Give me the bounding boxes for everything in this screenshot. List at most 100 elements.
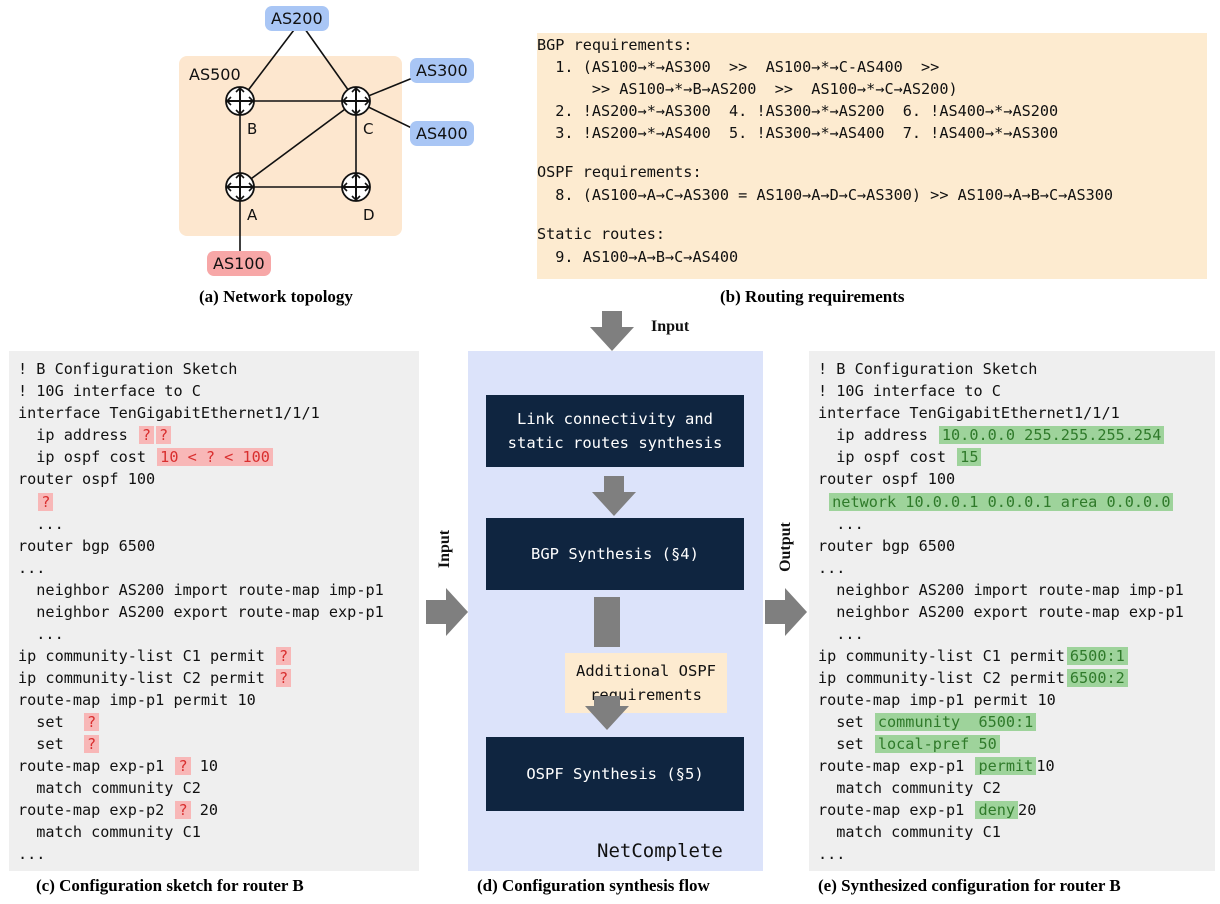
hole: ?: [84, 713, 100, 731]
hole: 10 < ? < 100: [157, 448, 273, 466]
filled-value: 15: [957, 448, 982, 466]
caption-a: (a) Network topology: [199, 287, 353, 306]
flow-arrow-1: [592, 476, 636, 516]
synth-line: neighbor AS200 export route-map exp-p1: [818, 603, 1184, 621]
filled-value: permit: [975, 757, 1037, 775]
netcomplete-label: NetComplete: [597, 840, 723, 862]
sketch-line: route-map exp-p1 ? 10: [18, 757, 219, 775]
output-arrow-right: [765, 588, 807, 636]
synth-line: set local-pref 50: [818, 734, 1000, 755]
synth-line: ...: [818, 845, 846, 863]
hole: ?: [175, 757, 191, 775]
sketch-line: match community C2: [18, 779, 201, 797]
ospf-req-8: 8. (AS100→A→C→AS300 = AS100→A→D→C→AS300)…: [537, 186, 1114, 204]
synth-line: ip ospf cost 15: [818, 447, 982, 468]
filled-value: 10.0.0.0 255.255.255.254: [938, 426, 1165, 444]
link-connectivity-box: Link connectivity and static routes synt…: [486, 395, 744, 467]
synth-line: ip address 10.0.0.0 255.255.255.254: [818, 425, 1165, 446]
sketch-line: match community C1: [18, 823, 201, 841]
router-b-icon: [225, 86, 255, 116]
caption-d: (d) Configuration synthesis flow: [477, 876, 710, 895]
hole: ?: [84, 735, 100, 753]
sketch-line: ! 10G interface to C: [18, 382, 201, 400]
bgp-req-row2: 2. !AS200→*→AS300 4. !AS300→*→AS200 6. !…: [537, 102, 1059, 120]
router-c-label: C: [363, 120, 374, 138]
requirements-panel: BGP requirements: 1. (AS100→*→AS300 >> A…: [537, 33, 1207, 279]
topology-links: [225, 21, 421, 262]
sketch-line: ?: [18, 492, 54, 513]
router-d-icon: [341, 172, 371, 202]
synth-line: set community 6500:1: [818, 712, 1037, 733]
sketch-line: set ?: [18, 734, 100, 755]
sketch-line: router bgp 6500: [18, 537, 156, 555]
bgp-req-1a: 1. (AS100→*→AS300 >> AS100→*→C-AS400 >>: [537, 58, 940, 76]
sketch-line: route-map imp-p1 permit 10: [18, 691, 256, 709]
synth-line: route-map imp-p1 permit 10: [818, 691, 1056, 709]
ospf-synthesis-box: OSPF Synthesis (§5): [486, 737, 744, 811]
sketch-line: ...: [18, 559, 46, 577]
filled-value: deny: [975, 801, 1019, 819]
caption-b: (b) Routing requirements: [720, 287, 905, 306]
sketch-line: ip community-list C2 permit ?: [18, 668, 292, 689]
link-a-c: [239, 100, 357, 188]
sketch-line: ip ospf cost 10 < ? < 100: [18, 447, 273, 468]
input-left-label: Input: [436, 529, 453, 569]
sketch-line: ...: [18, 845, 46, 863]
hole: ?: [156, 426, 172, 444]
router-a-icon: [225, 172, 255, 202]
caption-c: (c) Configuration sketch for router B: [36, 876, 304, 895]
synth-line: ! B Configuration Sketch: [818, 360, 1038, 378]
bgp-req-1b: >> AS100→*→B→AS200 >> AS100→*→C→AS200): [537, 80, 958, 98]
hole: ?: [276, 669, 292, 687]
sketch-line: ...: [18, 515, 64, 533]
sketch-line: ...: [18, 625, 64, 643]
as400-label: AS400: [410, 121, 474, 146]
sketch-line: interface TenGigabitEthernet1/1/1: [18, 404, 320, 422]
sketch-line: ip address ??: [18, 425, 172, 446]
input-arrow-top: [590, 311, 634, 351]
synthesized-panel: ! B Configuration Sketch ! 10G interface…: [809, 351, 1215, 871]
bgp-header: BGP requirements:: [537, 36, 693, 54]
caption-e: (e) Synthesized configuration for router…: [818, 876, 1121, 895]
synth-line: router ospf 100: [818, 470, 956, 488]
input-top-label: Input: [651, 318, 690, 335]
router-c-icon: [341, 86, 371, 116]
sketch-line: neighbor AS200 import route-map imp-p1: [18, 581, 384, 599]
output-right-label: Output: [777, 522, 794, 572]
sketch-line: router ospf 100: [18, 470, 156, 488]
synth-line: interface TenGigabitEthernet1/1/1: [818, 404, 1120, 422]
input-arrow-left: [426, 588, 468, 636]
sketch-line: ip community-list C1 permit ?: [18, 646, 292, 667]
router-d-label: D: [363, 206, 375, 224]
flow-arrow-2-shaft: [594, 597, 620, 647]
link-b-as200: [239, 21, 301, 102]
sketch-panel: ! B Configuration Sketch ! 10G interface…: [9, 351, 419, 871]
synth-line: ...: [818, 559, 846, 577]
ospf-header: OSPF requirements:: [537, 163, 702, 181]
bgp-synthesis-box: BGP Synthesis (§4): [486, 518, 744, 590]
sketch-line: neighbor AS200 export route-map exp-p1: [18, 603, 384, 621]
synth-line: router bgp 6500: [818, 537, 956, 555]
as500-label: AS500: [189, 65, 241, 84]
sketch-line: route-map exp-p2 ? 20: [18, 801, 219, 819]
filled-value: 6500:1: [1066, 647, 1128, 665]
synth-line: match community C2: [818, 779, 1001, 797]
filled-value: network 10.0.0.1 0.0.0.1 area 0.0.0.0: [829, 493, 1174, 511]
router-b-label: B: [247, 120, 258, 138]
as500-region: [179, 56, 402, 236]
as300-label: AS300: [410, 58, 474, 83]
synth-line: ! 10G interface to C: [818, 382, 1001, 400]
synth-line: match community C1: [818, 823, 1001, 841]
static-header: Static routes:: [537, 225, 666, 243]
synth-line: network 10.0.0.1 0.0.0.1 area 0.0.0.0: [818, 492, 1174, 513]
filled-value: local-pref 50: [874, 735, 1000, 753]
filled-value: 6500:2: [1066, 669, 1128, 687]
router-a-label: A: [247, 206, 258, 224]
sketch-line: ! B Configuration Sketch: [18, 360, 238, 378]
synth-line: ...: [818, 515, 864, 533]
hole: ?: [38, 493, 54, 511]
